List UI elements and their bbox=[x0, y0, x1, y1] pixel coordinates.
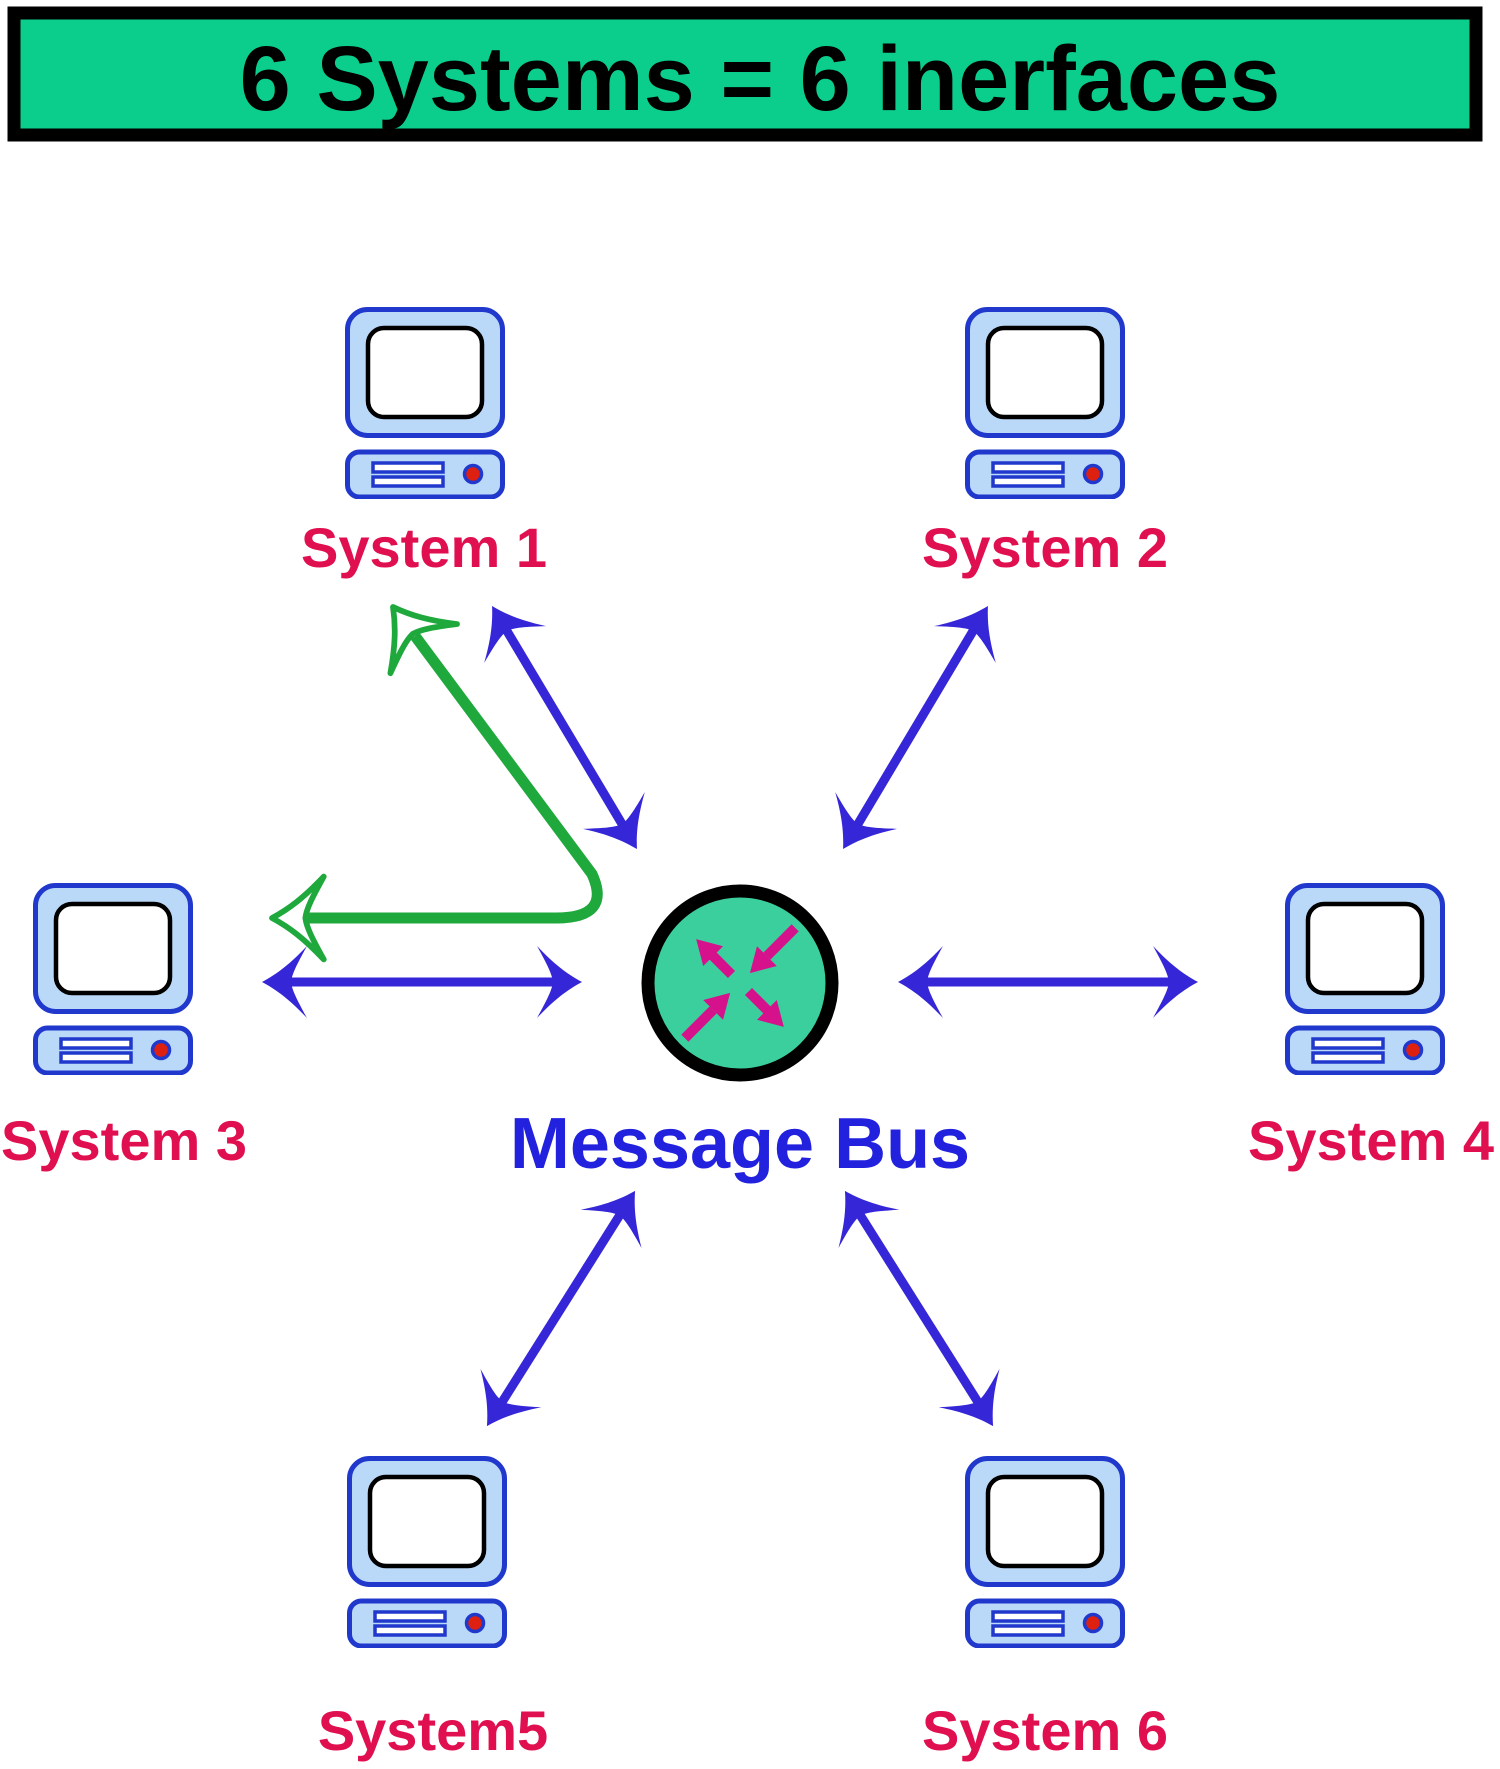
computer-icon-system-1 bbox=[348, 310, 503, 498]
diagram-title: 6 Systems = 6 inerfaces bbox=[240, 28, 1281, 130]
link-arrow-system4-bus bbox=[898, 946, 1198, 1018]
arrowhead bbox=[938, 1368, 1024, 1446]
message-bus-hub: Message Bus bbox=[510, 884, 970, 1184]
link-arrow-system5-bus bbox=[456, 1171, 666, 1446]
arrow-shaft bbox=[496, 1209, 626, 1408]
arrow-shaft bbox=[500, 625, 629, 830]
title-banner-box bbox=[7, 6, 1483, 142]
link-arrow-system2-bus bbox=[812, 587, 1019, 868]
arrowhead bbox=[582, 791, 668, 868]
title-banner: 6 Systems = 6 inerfaces bbox=[7, 6, 1483, 142]
link-arrow-system3-bus bbox=[262, 946, 582, 1018]
hub-arrowhead bbox=[756, 999, 784, 1027]
label-system-3: System 3 bbox=[1, 1109, 247, 1172]
label-system-6: System 6 bbox=[922, 1699, 1168, 1762]
green-arrow-shaft bbox=[308, 632, 603, 924]
message-bus-label: Message Bus bbox=[510, 1104, 970, 1184]
hub-circle bbox=[641, 884, 839, 1082]
computer-icon-system-2 bbox=[968, 310, 1123, 498]
hub-arrow-shaft bbox=[763, 924, 799, 960]
hub-arrowhead bbox=[749, 946, 777, 974]
arrowhead bbox=[456, 1368, 542, 1446]
arrowhead bbox=[461, 587, 547, 664]
computer-icon-system-4 bbox=[1288, 886, 1443, 1074]
arrowhead bbox=[933, 587, 1019, 664]
hub-arrowhead bbox=[696, 939, 724, 967]
computer-icon-system-6 bbox=[968, 1459, 1123, 1647]
hub-arrow-shaft bbox=[744, 987, 772, 1015]
label-system-5: System5 bbox=[318, 1699, 548, 1762]
router-crossed-arrows-icon bbox=[681, 924, 799, 1042]
arrowhead bbox=[812, 791, 898, 868]
hub-arrow-shaft bbox=[681, 1006, 717, 1042]
arrow-shaft bbox=[854, 1209, 984, 1408]
green-arrowhead-to-system1 bbox=[360, 582, 457, 673]
link-arrow-system6-bus bbox=[814, 1171, 1024, 1446]
label-system-2: System 2 bbox=[922, 516, 1168, 579]
label-system-4: System 4 bbox=[1248, 1109, 1494, 1172]
computer-icon-system-3 bbox=[36, 886, 191, 1074]
arrow-shaft bbox=[851, 625, 980, 830]
computer-icon-system-5 bbox=[350, 1459, 505, 1647]
hub-arrowhead bbox=[703, 992, 731, 1020]
link-arrow-system1-bus bbox=[461, 587, 668, 868]
green-flow-arrow bbox=[272, 582, 603, 959]
hub-arrow-shaft bbox=[708, 951, 736, 979]
label-system-1: System 1 bbox=[301, 516, 547, 579]
